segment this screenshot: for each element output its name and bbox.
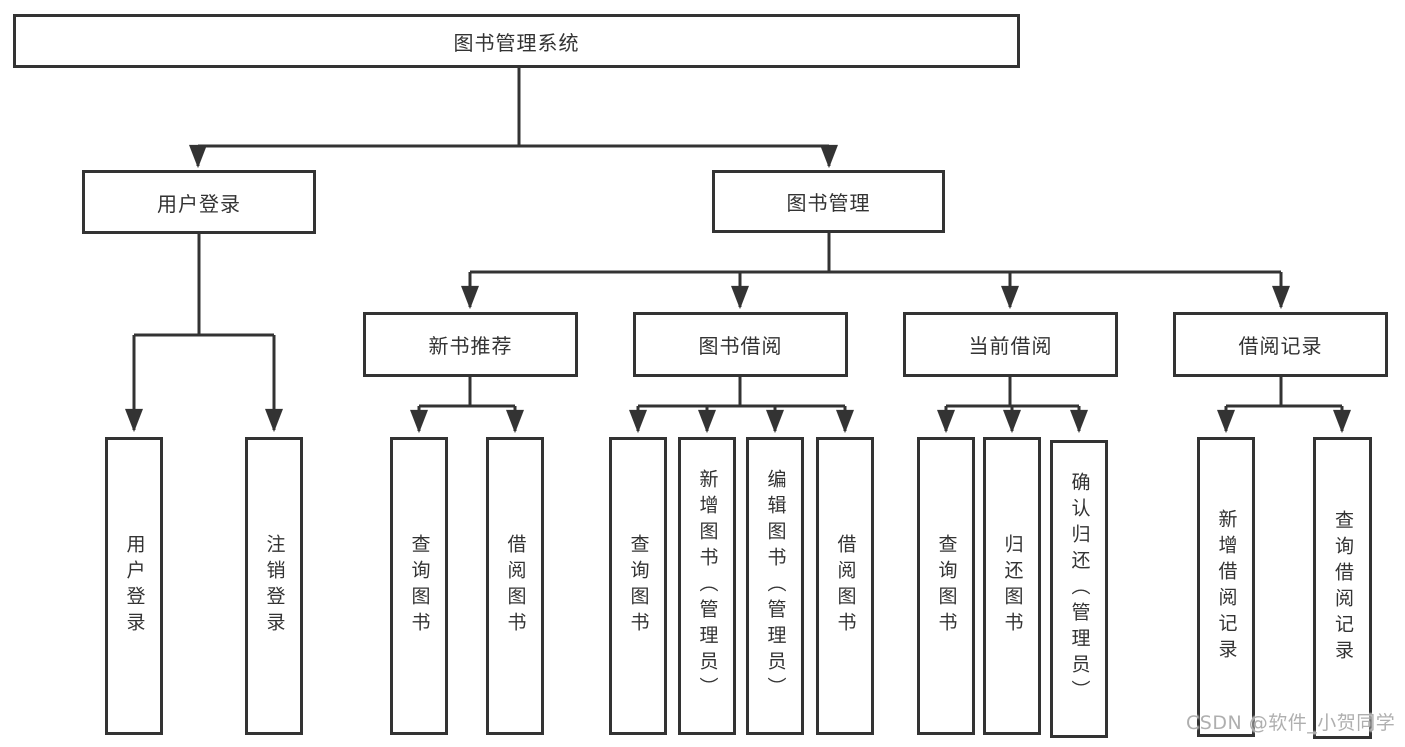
node-leaf-user-login: 用户登录 bbox=[105, 437, 163, 735]
connector-new-book-recommend bbox=[410, 377, 524, 434]
connector-book-borrowing bbox=[629, 377, 854, 434]
node-leaf-add-borrow-record: 新增借阅记录 bbox=[1197, 437, 1255, 737]
node-root-library-management-system: 图书管理系统 bbox=[13, 14, 1020, 68]
node-leaf-borrow-books-2: 借阅图书 bbox=[816, 437, 874, 735]
node-new-book-recommend: 新书推荐 bbox=[363, 312, 578, 377]
node-book-management-branch: 图书管理 bbox=[712, 170, 945, 233]
csdn-watermark: CSDN @软件_小贺同学 bbox=[1186, 712, 1396, 734]
node-leaf-return-books: 归还图书 bbox=[983, 437, 1041, 735]
node-user-login-branch: 用户登录 bbox=[82, 170, 316, 234]
node-leaf-query-books-3: 查询图书 bbox=[917, 437, 975, 735]
connector-book-management bbox=[461, 233, 1290, 310]
node-leaf-add-books-admin: 新增图书（管理员） bbox=[678, 437, 736, 735]
connector-borrowing-records bbox=[1217, 377, 1351, 434]
connector-user-login bbox=[125, 234, 283, 433]
node-leaf-logout: 注销登录 bbox=[245, 437, 303, 735]
node-leaf-borrow-books-1: 借阅图书 bbox=[486, 437, 544, 735]
node-borrowing-records: 借阅记录 bbox=[1173, 312, 1388, 377]
connector-root bbox=[189, 68, 838, 169]
node-leaf-confirm-return-admin: 确认归还（管理员） bbox=[1050, 440, 1108, 738]
connector-current-borrowing bbox=[937, 377, 1088, 434]
node-leaf-query-borrow-record: 查询借阅记录 bbox=[1313, 437, 1372, 739]
node-book-borrowing: 图书借阅 bbox=[633, 312, 848, 377]
node-leaf-query-books-2: 查询图书 bbox=[609, 437, 667, 735]
node-current-borrowing: 当前借阅 bbox=[903, 312, 1118, 377]
node-leaf-query-books-1: 查询图书 bbox=[390, 437, 448, 735]
node-leaf-edit-books-admin: 编辑图书（管理员） bbox=[746, 437, 804, 735]
